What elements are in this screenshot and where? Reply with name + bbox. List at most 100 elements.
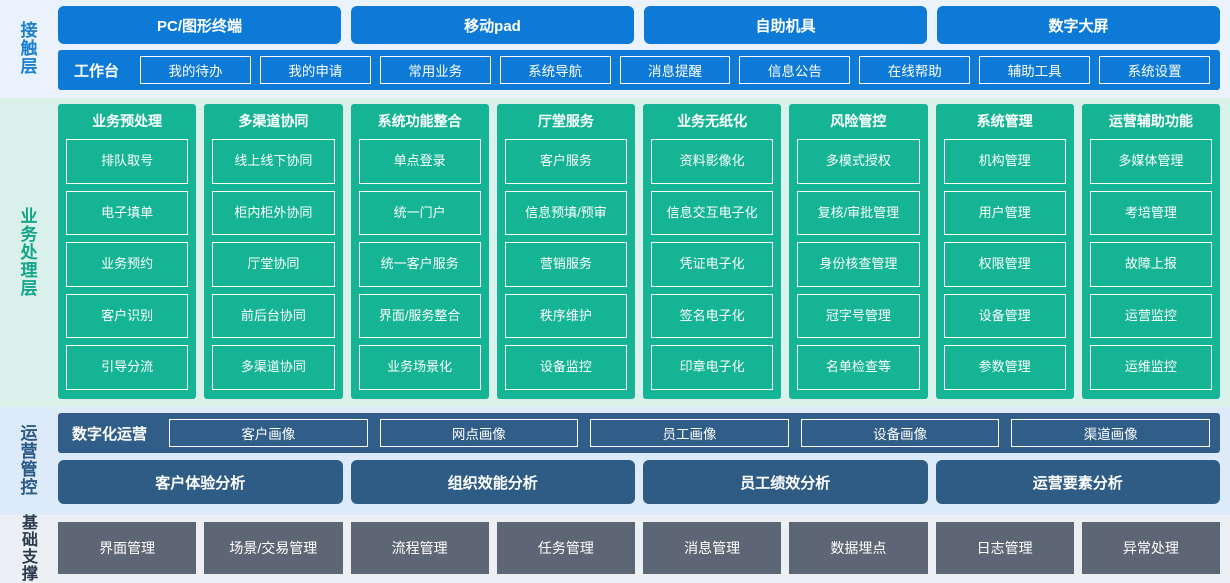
access-chip-system-navigation[interactable]: 系统导航 bbox=[499, 56, 611, 84]
business-cell[interactable]: 印章电子化 bbox=[651, 345, 774, 390]
analysis-button-operation-elements[interactable]: 运营要素分析 bbox=[935, 460, 1220, 504]
business-cell[interactable]: 排队取号 bbox=[66, 139, 189, 184]
foundation-layer-label: 基础支撑 bbox=[18, 514, 36, 582]
column-title: 厅堂服务 bbox=[537, 113, 594, 129]
column-title: 风险管控 bbox=[830, 113, 887, 129]
foundation-block-ui-management[interactable]: 界面管理 bbox=[58, 522, 197, 574]
channel-button-self-service[interactable]: 自助机具 bbox=[644, 6, 927, 44]
channel-button-mobile-pad[interactable]: 移动pad bbox=[351, 6, 634, 44]
business-cell[interactable]: 复核/审批管理 bbox=[797, 190, 920, 236]
business-cell[interactable]: 柜内柜外协同 bbox=[212, 190, 335, 236]
business-cell[interactable]: 引导分流 bbox=[66, 345, 189, 390]
column-title: 业务预处理 bbox=[92, 113, 163, 129]
business-cell[interactable]: 运维监控 bbox=[1089, 345, 1212, 390]
access-chip-my-todo[interactable]: 我的待办 bbox=[140, 56, 251, 84]
workbench-row: 工作台 我的待办 我的申请 常用业务 系统导航 消息提醒 信息公告 在线帮助 辅… bbox=[58, 50, 1220, 90]
foundation-block-scene-transaction-management[interactable]: 场景/交易管理 bbox=[204, 522, 343, 574]
business-cell[interactable]: 客户识别 bbox=[66, 293, 189, 339]
foundation-block-process-management[interactable]: 流程管理 bbox=[350, 522, 489, 574]
foundation-block-task-management[interactable]: 任务管理 bbox=[496, 522, 635, 574]
business-cell[interactable]: 单点登录 bbox=[358, 139, 481, 184]
business-column-multichannel: 多渠道协同 线上线下协同 柜内柜外协同 厅堂协同 前后台协同 多渠道协同 bbox=[204, 104, 343, 399]
portrait-chip-employee[interactable]: 员工画像 bbox=[590, 419, 789, 447]
analysis-row: 客户体验分析 组织效能分析 员工绩效分析 运营要素分析 bbox=[58, 460, 1220, 504]
business-cell[interactable]: 参数管理 bbox=[943, 345, 1066, 390]
business-cell[interactable]: 身份核查管理 bbox=[797, 242, 920, 287]
workbench-label: 工作台 bbox=[74, 62, 120, 80]
foundation-layer-body: 界面管理 场景/交易管理 流程管理 任务管理 消息管理 数据埋点 日志管理 异常… bbox=[50, 522, 1220, 574]
portrait-chip-channel[interactable]: 渠道画像 bbox=[1011, 419, 1210, 447]
business-column-lobby-service: 厅堂服务 客户服务 信息预填/预审 营销服务 秩序维护 设备监控 bbox=[496, 104, 635, 399]
business-cell[interactable]: 界面/服务整合 bbox=[358, 293, 481, 339]
digital-operations-label: 数字化运营 bbox=[72, 425, 148, 443]
column-title: 多渠道协同 bbox=[238, 113, 309, 129]
analysis-button-employee-performance[interactable]: 员工绩效分析 bbox=[643, 460, 928, 504]
access-layer-label: 接触层 bbox=[17, 21, 37, 75]
access-chip-system-settings[interactable]: 系统设置 bbox=[1099, 56, 1211, 84]
business-cell[interactable]: 资料影像化 bbox=[651, 139, 774, 184]
foundation-layer: 基础支撑 界面管理 场景/交易管理 流程管理 任务管理 消息管理 数据埋点 日志… bbox=[0, 514, 1230, 583]
business-cell[interactable]: 多渠道协同 bbox=[212, 345, 335, 390]
business-cell[interactable]: 考培管理 bbox=[1089, 190, 1212, 236]
channel-row: PC/图形终端 移动pad 自助机具 数字大屏 bbox=[58, 6, 1220, 44]
operations-layer: 运营管控 数字化运营 客户画像 网点画像 员工画像 设备画像 渠道画像 客户体验… bbox=[0, 407, 1230, 515]
business-cell[interactable]: 线上线下协同 bbox=[212, 139, 335, 184]
business-cell[interactable]: 设备管理 bbox=[943, 293, 1066, 339]
business-cell[interactable]: 运营监控 bbox=[1089, 293, 1212, 339]
business-cell[interactable]: 凭证电子化 bbox=[651, 242, 774, 287]
access-layer: 接触层 PC/图形终端 移动pad 自助机具 数字大屏 工作台 我的待办 我的申… bbox=[0, 0, 1230, 98]
business-cell[interactable]: 业务预约 bbox=[66, 242, 189, 287]
business-cell[interactable]: 多媒体管理 bbox=[1089, 139, 1212, 184]
business-cell[interactable]: 统一客户服务 bbox=[358, 242, 481, 287]
business-cell[interactable]: 设备监控 bbox=[504, 345, 627, 390]
foundation-block-message-management[interactable]: 消息管理 bbox=[643, 522, 782, 574]
business-cell[interactable]: 客户服务 bbox=[504, 139, 627, 184]
channel-button-pc[interactable]: PC/图形终端 bbox=[58, 6, 341, 44]
business-cell[interactable]: 名单检查等 bbox=[797, 345, 920, 390]
foundation-block-data-tracking[interactable]: 数据埋点 bbox=[789, 522, 928, 574]
column-title: 运营辅助功能 bbox=[1108, 113, 1193, 129]
analysis-button-customer-experience[interactable]: 客户体验分析 bbox=[58, 460, 343, 504]
business-column-preprocessing: 业务预处理 排队取号 电子填单 业务预约 客户识别 引导分流 bbox=[58, 104, 197, 399]
portrait-chip-branch[interactable]: 网点画像 bbox=[379, 419, 579, 447]
digital-operations-row: 数字化运营 客户画像 网点画像 员工画像 设备画像 渠道画像 bbox=[58, 413, 1220, 453]
access-chip-message-reminder[interactable]: 消息提醒 bbox=[619, 56, 731, 84]
analysis-button-organization-efficiency[interactable]: 组织效能分析 bbox=[350, 460, 635, 504]
foundation-block-exception-handling[interactable]: 异常处理 bbox=[1081, 522, 1220, 574]
business-cell[interactable]: 故障上报 bbox=[1089, 242, 1212, 287]
business-cell[interactable]: 信息交互电子化 bbox=[651, 190, 774, 236]
access-chip-common-business[interactable]: 常用业务 bbox=[379, 56, 491, 84]
business-column-system-management: 系统管理 机构管理 用户管理 权限管理 设备管理 参数管理 bbox=[935, 104, 1074, 399]
business-cell[interactable]: 信息预填/预审 bbox=[504, 190, 627, 236]
access-chip-auxiliary-tools[interactable]: 辅助工具 bbox=[979, 56, 1091, 84]
business-column-paperless: 业务无纸化 资料影像化 信息交互电子化 凭证电子化 签名电子化 印章电子化 bbox=[643, 104, 782, 399]
portrait-chip-customer[interactable]: 客户画像 bbox=[169, 419, 368, 447]
business-cell[interactable]: 签名电子化 bbox=[651, 293, 774, 339]
column-title: 系统功能整合 bbox=[377, 113, 462, 129]
business-cell[interactable]: 营销服务 bbox=[504, 242, 627, 287]
business-column-operations-support: 运营辅助功能 多媒体管理 考培管理 故障上报 运营监控 运维监控 bbox=[1081, 104, 1220, 399]
access-chip-online-help[interactable]: 在线帮助 bbox=[859, 56, 971, 84]
business-cell[interactable]: 秩序维护 bbox=[504, 293, 627, 339]
business-cell[interactable]: 业务场景化 bbox=[358, 345, 481, 390]
business-cell[interactable]: 用户管理 bbox=[943, 190, 1066, 236]
business-cell[interactable]: 电子填单 bbox=[66, 190, 189, 236]
business-cell[interactable]: 前后台协同 bbox=[212, 293, 335, 339]
business-cell[interactable]: 权限管理 bbox=[943, 242, 1066, 287]
business-cell[interactable]: 多模式授权 bbox=[797, 139, 920, 184]
business-column-system-integration: 系统功能整合 单点登录 统一门户 统一客户服务 界面/服务整合 业务场景化 bbox=[350, 104, 489, 399]
channel-button-digital-screen[interactable]: 数字大屏 bbox=[937, 6, 1220, 44]
column-title: 业务无纸化 bbox=[677, 113, 748, 129]
foundation-block-log-management[interactable]: 日志管理 bbox=[935, 522, 1074, 574]
access-chip-my-application[interactable]: 我的申请 bbox=[259, 56, 371, 84]
portrait-chip-device[interactable]: 设备画像 bbox=[800, 419, 1000, 447]
access-chip-announcement[interactable]: 信息公告 bbox=[739, 56, 851, 84]
business-cell[interactable]: 统一门户 bbox=[358, 190, 481, 236]
business-cell[interactable]: 机构管理 bbox=[943, 139, 1066, 184]
operations-layer-label: 运营管控 bbox=[17, 424, 37, 496]
business-cell[interactable]: 冠字号管理 bbox=[797, 293, 920, 339]
access-layer-body: PC/图形终端 移动pad 自助机具 数字大屏 工作台 我的待办 我的申请 常用… bbox=[50, 6, 1220, 90]
business-column-risk-control: 风险管控 多模式授权 复核/审批管理 身份核查管理 冠字号管理 名单检查等 bbox=[789, 104, 928, 399]
business-cell[interactable]: 厅堂协同 bbox=[212, 242, 335, 287]
